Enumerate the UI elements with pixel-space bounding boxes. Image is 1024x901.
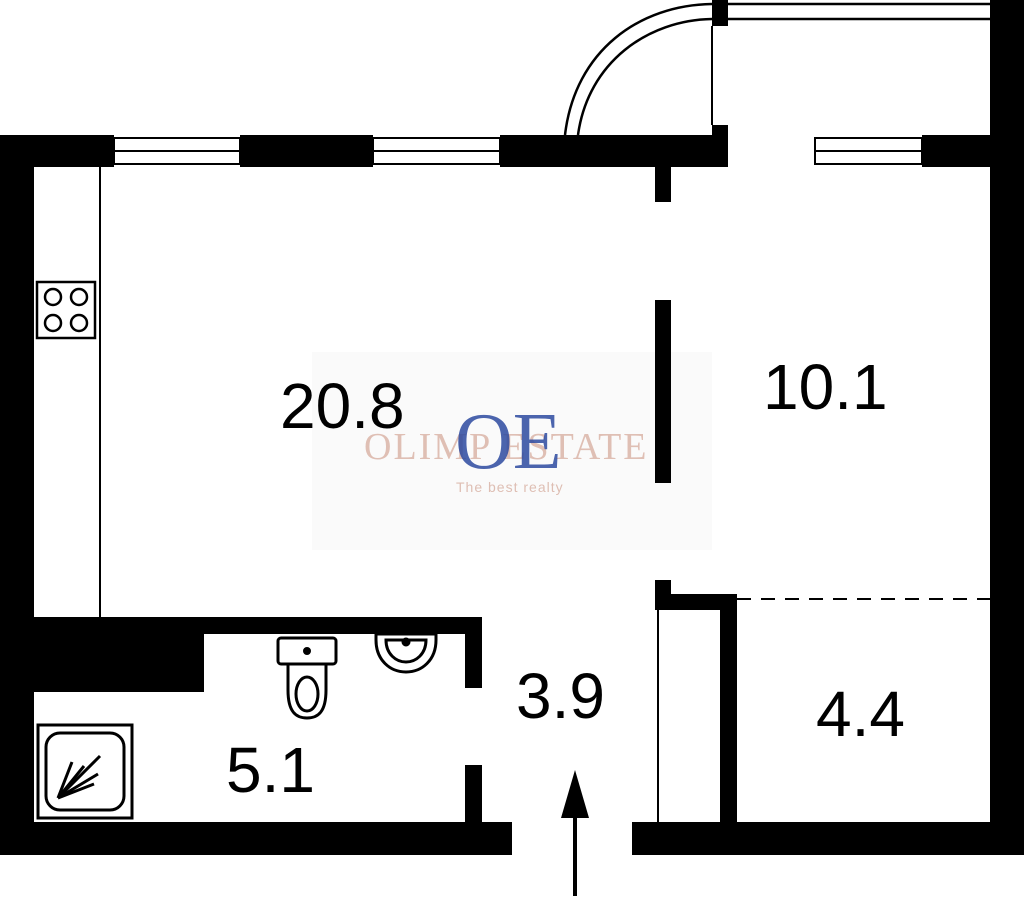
top-wall-segment <box>500 135 728 167</box>
bathroom-wall-right <box>465 765 482 825</box>
toilet-icon <box>276 636 338 720</box>
balcony-post <box>712 125 728 139</box>
room-area-hall: 3.9 <box>516 660 605 732</box>
exterior-walls <box>0 0 1024 855</box>
storage-wall-top <box>655 594 737 610</box>
bathroom-wall-right <box>465 617 482 688</box>
shower-icon <box>36 723 134 820</box>
watermark-panel <box>312 352 712 550</box>
watermark: OLIMP ESTATE OE The best realty <box>364 398 649 495</box>
bottom-wall-right <box>632 822 1024 855</box>
interior-walls <box>34 167 737 834</box>
watermark-tagline: The best realty <box>456 479 564 495</box>
room-area-living: 20.8 <box>280 370 405 442</box>
sink-icon <box>374 632 438 674</box>
room-area-storage: 4.4 <box>816 678 905 750</box>
stove-icon <box>35 280 97 340</box>
top-wall-segment <box>240 135 373 167</box>
right-wall <box>990 135 1024 855</box>
balcony-right-wall <box>990 0 1024 140</box>
room-area-bathroom: 5.1 <box>226 734 315 806</box>
bottom-wall-left <box>0 822 512 855</box>
watermark-logo: OE <box>455 398 562 486</box>
shaft <box>34 617 204 692</box>
balcony-railing <box>563 2 990 136</box>
partition <box>655 167 671 202</box>
entrance-arrow-icon <box>561 770 589 896</box>
storage-wall-right <box>720 594 737 834</box>
windows <box>113 137 923 165</box>
balcony-post <box>712 0 728 26</box>
partition <box>655 300 671 483</box>
left-wall <box>0 135 34 855</box>
thin-lines <box>99 26 990 822</box>
watermark-name: OLIMP ESTATE <box>364 426 649 468</box>
room-area-bedroom: 10.1 <box>763 351 888 423</box>
